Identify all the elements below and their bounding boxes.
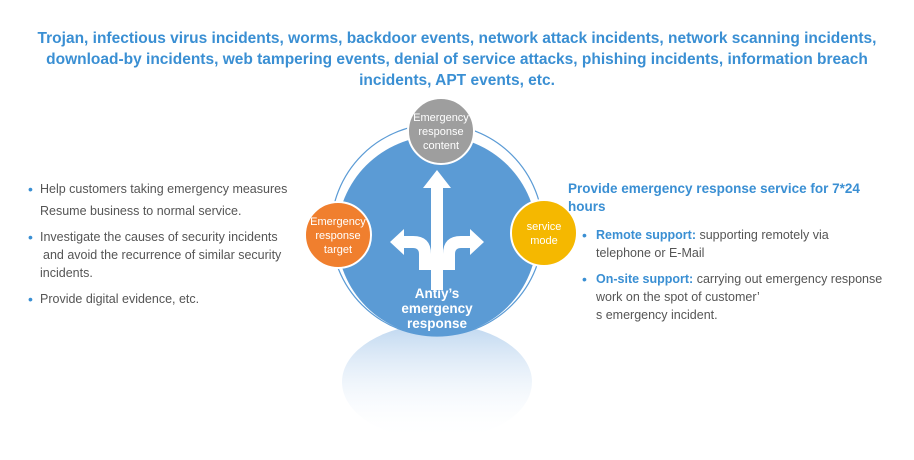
node-response-target-line: response [315, 230, 360, 242]
bullet-icon: • [28, 229, 33, 245]
center-title-line: response [407, 316, 468, 331]
list-item-text: supporting remotely via [699, 228, 829, 242]
list-item: • Help customers taking emergency measur… [28, 180, 308, 220]
service-mode-panel: Provide emergency response service for 7… [568, 180, 898, 332]
node-service-mode [510, 199, 578, 267]
header-line: download-by incidents, web tampering eve… [46, 51, 868, 68]
bullet-icon: • [582, 227, 587, 243]
list-item: • Provide digital evidence, etc. [28, 290, 308, 308]
node-response-content-line: content [423, 140, 459, 152]
service-mode-title: Provide emergency response service for 7… [568, 181, 860, 214]
onsite-support-label: On-site support: [596, 272, 694, 286]
header-line: Trojan, infectious virus incidents, worm… [37, 30, 877, 47]
direction-arrows-icon [390, 170, 484, 290]
list-item-text: work on the spot of customer’ [596, 290, 760, 304]
bullet-icon: • [28, 181, 33, 197]
node-response-content-line: response [418, 126, 463, 138]
center-title-line: Antiy’s [415, 286, 460, 301]
node-response-target-line: Emergency [310, 216, 366, 228]
bullet-icon: • [28, 291, 33, 307]
node-response-content [407, 97, 475, 165]
incident-types-header: Trojan, infectious virus incidents, worm… [30, 28, 884, 91]
bullet-icon: • [582, 271, 587, 287]
circle-reflection [342, 324, 532, 440]
list-item-text: carrying out emergency response [696, 272, 883, 286]
response-target-list: • Help customers taking emergency measur… [28, 180, 308, 316]
list-item-text: telephone or E-Mail [596, 246, 705, 260]
node-response-content-line: Emergency [413, 112, 469, 124]
node-response-target [304, 201, 372, 269]
list-item-text: and avoid the recurrence of similar secu… [43, 248, 282, 262]
list-item: • Remote support: supporting remotely vi… [568, 226, 898, 262]
list-item: • Investigate the causes of security inc… [28, 228, 308, 282]
center-title-line: emergency [401, 301, 473, 316]
list-item-text: Resume business to normal service. [40, 204, 242, 218]
list-item-text: Provide digital evidence, etc. [40, 292, 200, 306]
list-item-text: s emergency incident. [596, 308, 718, 322]
list-item-text: incidents. [40, 266, 93, 280]
node-service-mode-line: service [527, 221, 562, 233]
list-item-text: Help customers taking emergency measures [40, 182, 288, 196]
node-service-mode-line: mode [530, 235, 558, 247]
header-line: incidents, APT events, etc. [359, 72, 555, 89]
list-item: • On-site support: carrying out emergenc… [568, 270, 898, 324]
list-item-text: Investigate the causes of security incid… [40, 230, 278, 244]
node-response-target-line: target [324, 244, 352, 256]
remote-support-label: Remote support: [596, 228, 696, 242]
